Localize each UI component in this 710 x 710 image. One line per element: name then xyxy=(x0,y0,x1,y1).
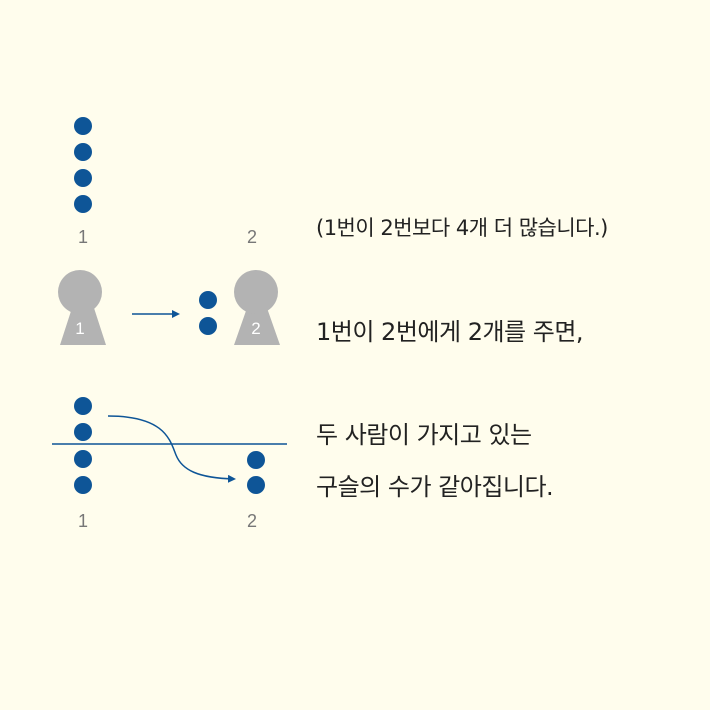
top-label-1: 1 xyxy=(78,227,88,247)
curved-transfer-arrow xyxy=(107,415,236,483)
marble xyxy=(74,423,92,441)
marble xyxy=(199,317,217,335)
explanation-line-2: 두 사람이 가지고 있는 xyxy=(316,421,532,449)
marble xyxy=(74,195,92,213)
top-marbles-person-1 xyxy=(74,117,92,213)
bottom-label-1: 1 xyxy=(78,511,88,531)
marble xyxy=(199,291,217,309)
marble xyxy=(74,476,92,494)
comparison-note: (1번이 2번보다 4개 더 많습니다.) xyxy=(316,216,608,240)
marble xyxy=(247,476,265,494)
marble xyxy=(74,397,92,415)
marble xyxy=(74,117,92,135)
marble xyxy=(74,169,92,187)
person-2-icon: 2 xyxy=(234,270,280,345)
bottom-marbles-person-2 xyxy=(247,451,265,494)
top-label-2: 2 xyxy=(247,227,257,247)
marble xyxy=(74,450,92,468)
person-1-label: 1 xyxy=(75,319,84,338)
explanation-line-1: 1번이 2번에게 2개를 주면, xyxy=(316,318,584,346)
person-1-icon: 1 xyxy=(58,270,106,345)
given-marbles xyxy=(199,291,217,335)
bottom-marbles-person-1 xyxy=(74,397,92,494)
person-2-label: 2 xyxy=(251,319,260,338)
marble xyxy=(247,451,265,469)
explanation-line-3: 구슬의 수가 같아집니다. xyxy=(316,473,554,501)
bottom-label-2: 2 xyxy=(247,511,257,531)
marble xyxy=(74,143,92,161)
